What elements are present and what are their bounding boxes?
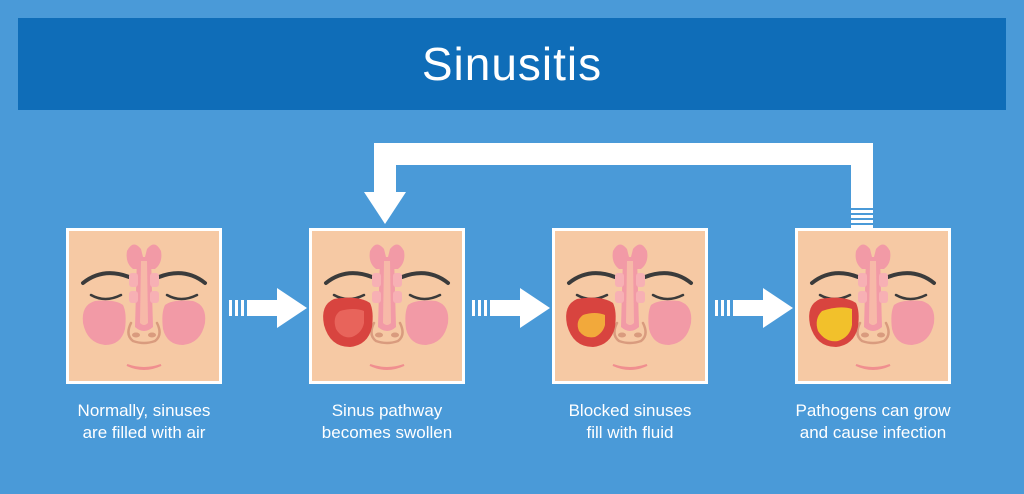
stage-normal-panel	[66, 228, 222, 384]
caption-line: Sinus pathway	[331, 401, 443, 420]
caption-line: becomes swollen	[321, 423, 453, 442]
caption-line: are filled with air	[82, 423, 206, 442]
sinus-infection	[816, 307, 852, 342]
face-infection-illustration	[798, 231, 948, 381]
title-banner: Sinusitis	[18, 18, 1006, 110]
caption-line: Normally, sinuses	[77, 401, 211, 420]
face-normal-illustration	[69, 231, 219, 381]
face-swollen-illustration	[312, 231, 462, 381]
caption-line: Blocked sinuses	[568, 401, 692, 420]
caption-line: and cause infection	[799, 423, 947, 442]
right-arrow-icon	[715, 288, 793, 328]
sinus-fluid	[577, 313, 605, 338]
left-sinus-normal	[82, 300, 126, 345]
diagram-title: Sinusitis	[421, 38, 603, 90]
right-arrow-icon	[472, 288, 550, 328]
right-arrow-icon	[229, 288, 307, 328]
stage-swollen-panel	[309, 228, 465, 384]
stage-infection-panel	[795, 228, 951, 384]
caption-normal: Normally, sinuses are filled with air	[39, 400, 249, 444]
caption-infection: Pathogens can grow and cause infection	[768, 400, 978, 444]
caption-blocked: Blocked sinuses fill with fluid	[525, 400, 735, 444]
face-blocked-illustration	[555, 231, 705, 381]
caption-swollen: Sinus pathway becomes swollen	[282, 400, 492, 444]
caption-line: fill with fluid	[586, 423, 674, 442]
stage-blocked-panel	[552, 228, 708, 384]
caption-line: Pathogens can grow	[795, 401, 951, 420]
